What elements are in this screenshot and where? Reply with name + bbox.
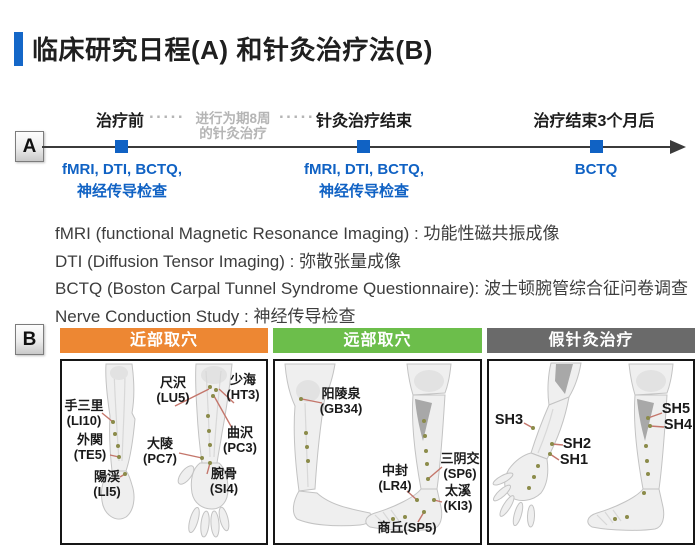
timeline-tests: fMRI, DTI, BCTQ, bbox=[62, 161, 182, 178]
sham-label-sh3: SH3 bbox=[494, 412, 524, 428]
panel-header-sham: 假针灸治疗 bbox=[487, 328, 695, 353]
panel-header-local-points: 近部取穴 bbox=[60, 328, 268, 353]
definitions-block: fMRI (functional Magnetic Resonance Imag… bbox=[55, 220, 688, 330]
panel-header-distal-points: 远部取穴 bbox=[273, 328, 482, 353]
title-row: 临床研究日程(A) 和针灸治疗法(B) bbox=[14, 30, 433, 67]
section-a-badge: A bbox=[15, 131, 44, 162]
timeline-marker bbox=[590, 140, 603, 153]
acupoint-label-gb34: 阳陵泉(GB34) bbox=[319, 386, 363, 416]
acupoint-label-sp6: 三阴交(SP6) bbox=[440, 451, 480, 481]
definition-line: fMRI (functional Magnetic Resonance Imag… bbox=[55, 224, 560, 243]
sham-label-sh2: SH2 bbox=[562, 436, 592, 452]
definition-line: Nerve Conduction Study : 神经传导检查 bbox=[55, 306, 356, 326]
sham-label-sh5: SH5 bbox=[661, 401, 691, 417]
acupoint-label-te5: 外関(TE5) bbox=[73, 432, 107, 462]
acupoint-label-ht3: 少海(HT3) bbox=[226, 372, 260, 402]
timeline-note-line: 进行为期8周 bbox=[195, 111, 271, 126]
timeline-tests: fMRI, DTI, BCTQ, bbox=[304, 161, 424, 178]
sham-label-sh1: SH1 bbox=[559, 452, 589, 468]
timeline-arrowhead-icon bbox=[670, 140, 686, 154]
title-accent-bar bbox=[14, 31, 23, 66]
section-b-badge: B bbox=[15, 324, 44, 355]
timeline-dots: ..... bbox=[148, 103, 186, 122]
acupoint-label-sp5: 商丘(SP5) bbox=[377, 520, 437, 535]
timeline-note-line: 的针灸治疗 bbox=[199, 126, 267, 141]
definition-line: DTI (Diffusion Tensor Imaging) : 弥散张量成像 bbox=[55, 251, 402, 271]
timeline-marker bbox=[115, 140, 128, 153]
acupoint-label-ki3: 太溪(KI3) bbox=[443, 483, 473, 513]
acupoint-label-lr4: 中封(LR4) bbox=[378, 463, 412, 493]
panel-distal-points: 阳陵泉(GB34) 中封(LR4) 三阴交(SP6) 太溪(KI3) 商丘(SP… bbox=[273, 359, 482, 545]
timeline-event-title: 针灸治疗结束 bbox=[315, 113, 413, 130]
sham-label-sh4: SH4 bbox=[663, 417, 693, 433]
timeline-tests: BCTQ bbox=[574, 161, 618, 178]
timeline-event-title: 治疗结束3个月后 bbox=[533, 113, 655, 130]
timeline-event-title: 治疗前 bbox=[95, 113, 145, 130]
timeline-marker bbox=[357, 140, 370, 153]
sham-illustration bbox=[492, 362, 674, 531]
acupoint-label-pc7: 大陵(PC7) bbox=[143, 436, 177, 466]
acupoint-label-si4: 腕骨(SI4) bbox=[209, 466, 239, 496]
acupoint-label-li10: 手三里(LI10) bbox=[64, 398, 104, 428]
panel-sham: SH3 SH2 SH1 SH5 SH4 bbox=[487, 359, 695, 545]
acupoint-label-pc3: 曲沢(PC3) bbox=[223, 425, 257, 455]
leg-illustration bbox=[284, 363, 452, 531]
timeline-dots: ..... bbox=[278, 103, 316, 122]
panel-local-points: 手三里(LI10) 尺沢(LU5) 少海(HT3) 曲沢(PC3) 外関(TE5… bbox=[60, 359, 268, 545]
page-title: 临床研究日程(A) 和针灸治疗法(B) bbox=[32, 35, 433, 65]
acupoint-label-li5: 陽渓(LI5) bbox=[93, 469, 121, 499]
definition-line: BCTQ (Boston Carpal Tunnel Syndrome Ques… bbox=[55, 279, 688, 298]
timeline-tests: 神经传导检查 bbox=[76, 183, 168, 200]
arm-illustration bbox=[101, 363, 235, 538]
timeline-tests: 神经传导检查 bbox=[318, 183, 410, 200]
acupoint-label-lu5: 尺沢(LU5) bbox=[156, 375, 190, 405]
